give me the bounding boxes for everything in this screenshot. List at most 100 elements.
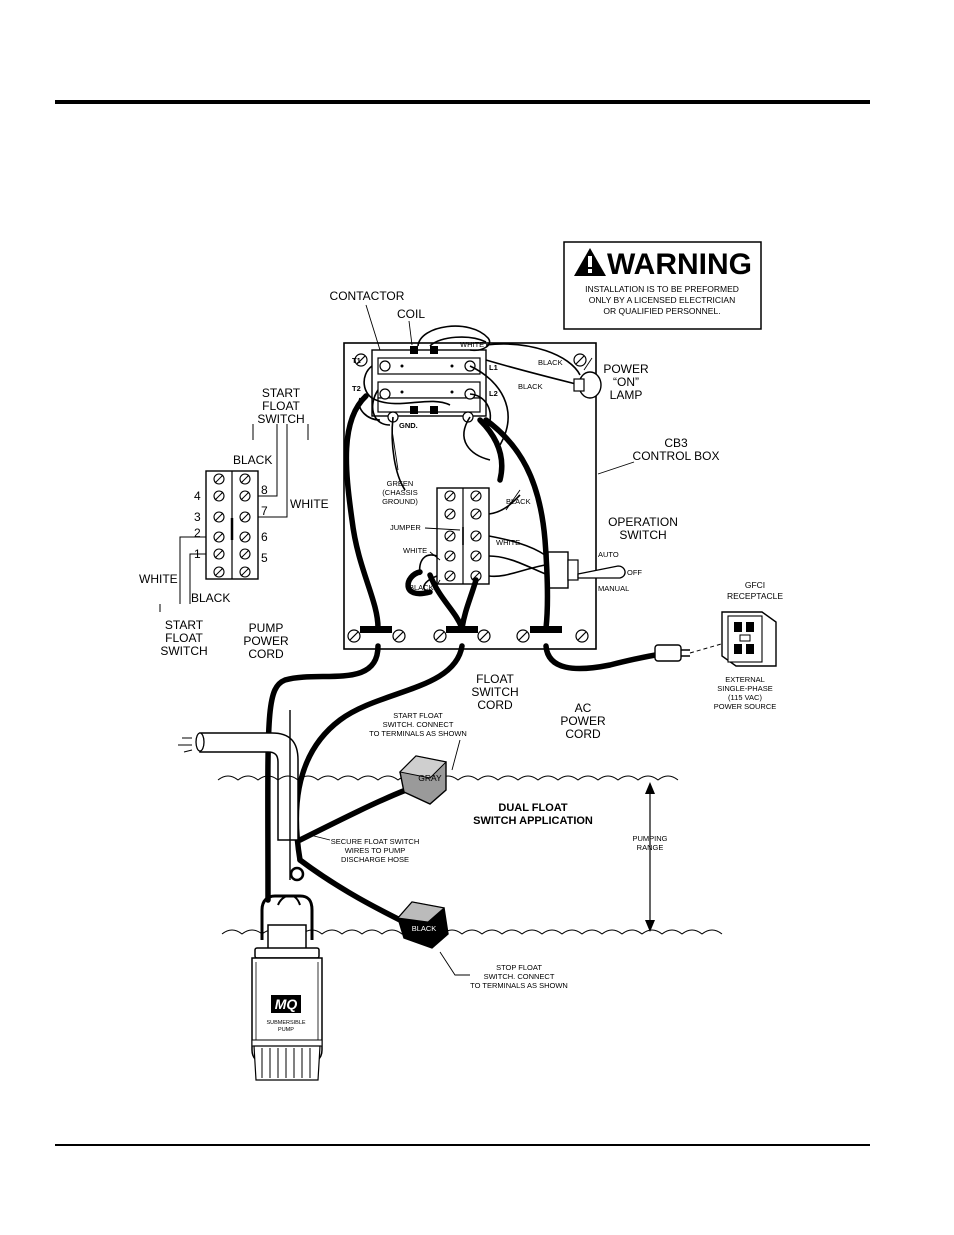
black-left-top-label: BLACK [233,453,272,467]
gray-float-label: GRAY [418,773,442,783]
term-right-5: 5 [261,551,268,565]
external-power-line-2: SINGLE-PHASE [717,684,772,693]
start-float-gray: GRAY [398,755,448,805]
operation-switch-line-1: OPERATION [608,515,678,529]
auto-label: AUTO [598,550,619,559]
start-float-note-line-2: SWITCH. CONNECT [383,720,454,729]
ac-power-cord-line-3: CORD [565,727,601,741]
discharge-hose [178,710,299,880]
external-strip-wires [159,424,309,612]
pump-text-1: SUBMERSIBLE [266,1020,305,1026]
float-switch-cord-line-1: FLOAT [476,672,514,686]
gnd-label: GND. [399,421,418,430]
pumping-range-line-2: RANGE [637,843,664,852]
t2-label: T2 [352,384,361,393]
plug-dash-line [689,639,736,654]
stop-float-note-line-1: STOP FLOAT [496,963,542,972]
secure-note-line-2: WIRES TO PUMP [345,846,406,855]
start-float-bottom-line-2: FLOAT [165,631,203,645]
term-right-8: 8 [261,483,268,497]
gfci-receptacle [721,611,777,667]
internal-cords [343,393,551,631]
white-left-right-label: WHITE [290,497,329,511]
ac-power-cord-line-2: POWER [560,714,606,728]
green-chassis-line-2: (CHASSIS [382,488,417,497]
term-right-7: 7 [261,504,268,518]
stop-float-black: BLACK [397,901,449,949]
stop-float-note-line-3: TO TERMINALS AS SHOWN [470,981,568,990]
start-float-top-line-1: START [262,386,301,400]
white-tb-left-label: WHITE [403,546,427,555]
warning-box: WARNING INSTALLATION IS TO BE PREFORMED … [563,241,762,330]
control-box-line-2: CONTROL BOX [633,449,720,463]
footer-rule [55,1144,870,1146]
dual-float-line-2: SWITCH APPLICATION [473,815,593,827]
black-float-label: BLACK [412,924,437,933]
dual-float-line-1: DUAL FLOAT [498,802,568,814]
warning-line-2: ONLY BY A LICENSED ELECTRICIAN [589,295,735,305]
pumping-range-line-1: PUMPING [632,834,667,843]
term-right-6: 6 [261,530,268,544]
gfci-line-2: RECEPTACLE [727,591,783,601]
pump-power-cord-line-1: PUMP [249,621,284,635]
contactor [371,346,487,423]
coil-label: COIL [397,307,425,321]
ac-plug [654,644,690,662]
jumper-label: JUMPER [390,523,421,532]
pump-power-cord-line-2: POWER [243,634,289,648]
gfci-line-1: GFCI [745,580,765,590]
warning-title: WARNING [607,248,752,281]
t1-label: T1 [352,356,361,365]
external-cords [265,643,665,925]
submersible-pump: MQ SUBMERSIBLE PUMP [251,866,323,1081]
external-power-line-3: (115 VAC) [728,693,762,702]
off-label: OFF [627,568,642,577]
contactor-label: CONTACTOR [330,289,405,303]
float-switch-cord-line-2: SWITCH [471,685,518,699]
text-labels: CONTACTOR COIL WHITE BLACK BLACK T1 T2 L… [139,289,783,990]
leader-lines [309,304,635,976]
power-on-lamp [573,371,602,399]
pump-brand: MQ [275,996,298,1012]
green-chassis-line-1: GREEN [387,479,414,488]
operation-switch-line-2: SWITCH [619,528,666,542]
term-left-3: 3 [194,510,201,524]
warning-line-1: INSTALLATION IS TO BE PREFORMED [585,284,739,294]
l2-label: L2 [489,389,498,398]
white-left-left-label: WHITE [139,572,178,586]
power-lamp-line-3: LAMP [610,388,643,402]
stop-float-note-line-2: SWITCH. CONNECT [484,972,555,981]
secure-note-line-3: DISCHARGE HOSE [341,855,409,864]
mq-logo [271,995,301,1013]
black-top-label: BLACK [538,358,563,367]
term-left-4: 4 [194,489,201,503]
start-float-top-line-3: SWITCH [257,412,304,426]
l1-label: L1 [489,363,498,372]
external-power-line-4: POWER SOURCE [714,702,777,711]
manual-label: MANUAL [598,584,629,593]
pumping-range-arrow [645,782,655,932]
control-box-line-1: CB3 [664,436,688,450]
warning-line-3: OR QUALIFIED PERSONNEL. [603,306,720,316]
ac-power-cord-line-1: AC [575,701,592,715]
power-lamp-line-2: “ON” [613,375,639,389]
float-switch-cord-line-3: CORD [477,698,513,712]
start-float-bottom-line-3: SWITCH [160,644,207,658]
operation-switch [547,551,626,589]
black-lamp-label: BLACK [518,382,543,391]
power-lamp-line-1: POWER [603,362,649,376]
green-chassis-line-3: GROUND) [382,497,418,506]
term-left-1: 1 [194,547,201,561]
water-line-top [217,775,679,781]
black-tb-left-label: BLACK [409,583,434,592]
start-float-top-line-2: FLOAT [262,399,300,413]
start-float-note-line-3: TO TERMINALS AS SHOWN [369,729,467,738]
start-float-note-line-1: START FLOAT [393,711,443,720]
start-float-bottom-line-1: START [165,618,204,632]
white-tb-right-label: WHITE [496,538,520,547]
pump-power-cord-line-3: CORD [248,647,284,661]
secure-note-line-1: SECURE FLOAT SWITCH [331,837,419,846]
pump-text-2: PUMP [278,1027,294,1033]
header-rule [55,100,870,104]
